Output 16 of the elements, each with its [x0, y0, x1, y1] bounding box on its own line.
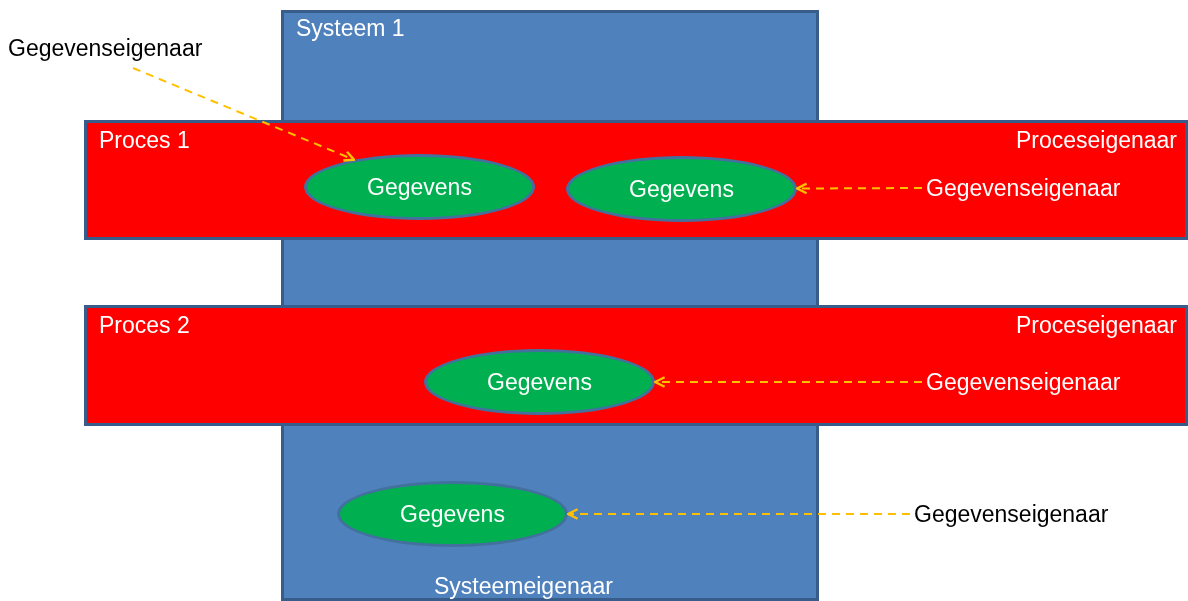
system-owner: Systeemeigenaar [434, 573, 613, 600]
owner-label: Gegevenseigenaar [914, 496, 1168, 532]
owner-label: Gegevenseigenaar [926, 170, 1180, 206]
dashed-arrow [132, 67, 356, 162]
owner-label: Gegevenseigenaar [8, 30, 258, 66]
dashed-arrow [653, 376, 923, 388]
process-owner: Proceseigenaar [1015, 312, 1177, 339]
process-name: Proces 1 [99, 127, 190, 154]
dashed-arrow [795, 182, 923, 195]
process-name: Proces 2 [99, 312, 190, 339]
data-ellipse: Gegevens [337, 481, 568, 547]
system-name: Systeem 1 [296, 15, 405, 42]
owner-label: Gegevenseigenaar [926, 364, 1180, 400]
dashed-arrow [566, 508, 911, 520]
process-band [84, 305, 1188, 426]
process-owner: Proceseigenaar [1015, 127, 1177, 154]
